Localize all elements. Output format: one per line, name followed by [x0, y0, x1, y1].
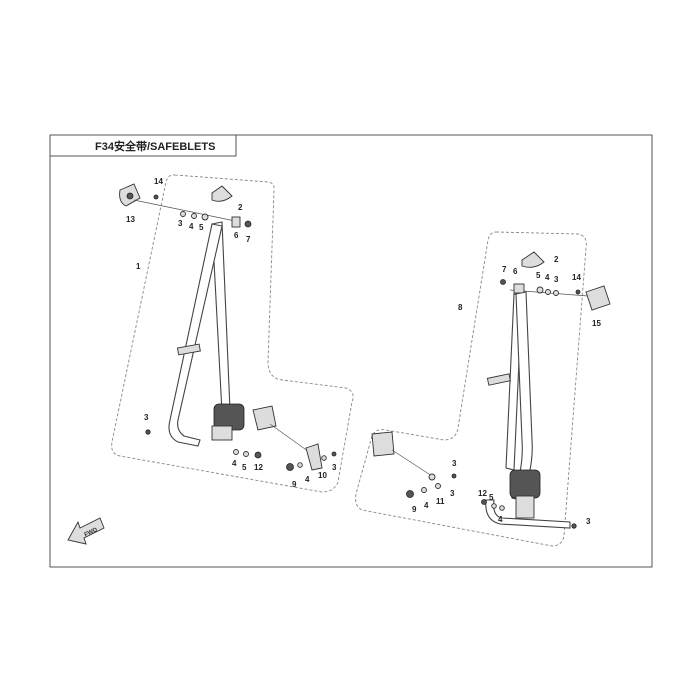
left-nut-14: [153, 194, 159, 200]
right-retractor-base: [515, 495, 535, 519]
left-retractor-base: [211, 425, 233, 441]
callout-5-lower: 5: [242, 463, 247, 472]
diagram-frame: [49, 134, 653, 568]
right-callout-7: 7: [502, 265, 507, 274]
right-nut-14: [575, 289, 581, 295]
left-guide-cover: [211, 185, 233, 202]
right-bolt-12: [481, 499, 487, 505]
right-callout-6: 6: [513, 267, 518, 276]
right-washer-4b: [499, 505, 505, 511]
left-washer-4-lower: [233, 449, 239, 455]
right-assembly-outline: [355, 231, 587, 547]
right-callout-2: 2: [554, 255, 559, 264]
left-washer-5: [201, 213, 209, 221]
callout-3: 3: [178, 219, 183, 228]
right-bracket-6: [513, 283, 525, 294]
title-box: [49, 134, 237, 157]
left-nut-3b: [331, 451, 337, 457]
right-callout-11: 11: [436, 497, 445, 506]
callout-4b: 4: [305, 475, 310, 484]
fwd-arrow-icon: FWD: [67, 517, 105, 545]
right-belt-assembly: 2 7 6 5 4 3 14 8 15 3 9 4 11 3 12 5 4 3: [355, 231, 611, 547]
diagram-title: F34安全带/SAFEBLETS: [95, 139, 215, 153]
left-buckle-bracket: [305, 443, 323, 471]
callout-13: 13: [126, 215, 135, 224]
right-callout-12: 12: [478, 489, 487, 498]
right-callout-8: 8: [458, 303, 463, 312]
right-washer-5-lower: [491, 503, 497, 509]
right-callout-3-end: 3: [586, 517, 591, 526]
left-washer-4b: [297, 462, 303, 468]
left-bolt-12: [254, 451, 262, 459]
left-bolt-3-lower: [145, 429, 151, 435]
right-buckle: [371, 431, 395, 457]
left-washer-3: [180, 211, 186, 217]
callout-3-lower: 3: [144, 413, 149, 422]
callout-2: 2: [238, 203, 243, 212]
right-callout-5: 5: [536, 271, 541, 280]
right-callout-3: 3: [554, 275, 559, 284]
right-belt-slider: [486, 373, 511, 386]
left-bracket-6: [231, 216, 241, 228]
left-spacer-10: [321, 455, 327, 461]
right-callout-9: 9: [412, 505, 417, 514]
right-guide-cover: [521, 251, 545, 268]
left-washer-5-lower: [243, 451, 249, 457]
left-belt-slider: [176, 343, 201, 356]
right-washer-5: [536, 286, 544, 294]
right-bolt-9: [406, 490, 414, 498]
right-washer-3: [553, 290, 559, 296]
right-callout-5-lower: 5: [489, 493, 494, 502]
callout-14: 14: [154, 177, 163, 186]
right-callout-15: 15: [592, 319, 601, 328]
right-nut-3-lower: [451, 473, 457, 479]
left-buckle-cable: [269, 423, 313, 455]
right-anchor-plate: [585, 285, 611, 311]
right-washer-4: [545, 289, 551, 295]
callout-10: 10: [318, 471, 327, 480]
right-buckle-anchor: [428, 473, 436, 481]
fwd-label: FWD: [84, 527, 100, 538]
right-retractor: [509, 469, 541, 499]
right-callout-3-low: 3: [450, 489, 455, 498]
left-bolt-9: [286, 463, 294, 471]
right-callout-4: 4: [545, 273, 550, 282]
left-washer-4: [191, 213, 197, 219]
callout-4: 4: [189, 222, 194, 231]
callout-3b: 3: [332, 463, 337, 472]
callout-6: 6: [234, 231, 239, 240]
right-callout-4b: 4: [498, 515, 503, 524]
left-belt-assembly: 14 13 3 4 5 2 6 7 1 3 4 5 12 9 4 10 3: [111, 174, 354, 493]
right-callout-3-mid: 3: [452, 459, 457, 468]
left-lap-belt: [168, 223, 223, 447]
right-buckle-cable: [391, 449, 433, 477]
callout-12: 12: [254, 463, 263, 472]
right-bolt-7: [500, 279, 506, 285]
left-anchor-bolt: [126, 192, 134, 200]
right-callout-4-lower: 4: [424, 501, 429, 510]
callout-1: 1: [136, 262, 141, 271]
callout-7: 7: [246, 235, 251, 244]
left-bolt-7: [244, 220, 252, 228]
right-nut-3-end: [571, 523, 577, 529]
callout-5: 5: [199, 223, 204, 232]
right-washer-4-lower: [421, 487, 427, 493]
callout-9: 9: [292, 480, 297, 489]
right-callout-14: 14: [572, 273, 581, 282]
callout-4-lower: 4: [232, 459, 237, 468]
left-buckle: [252, 405, 277, 431]
right-spacer-11: [435, 483, 441, 489]
